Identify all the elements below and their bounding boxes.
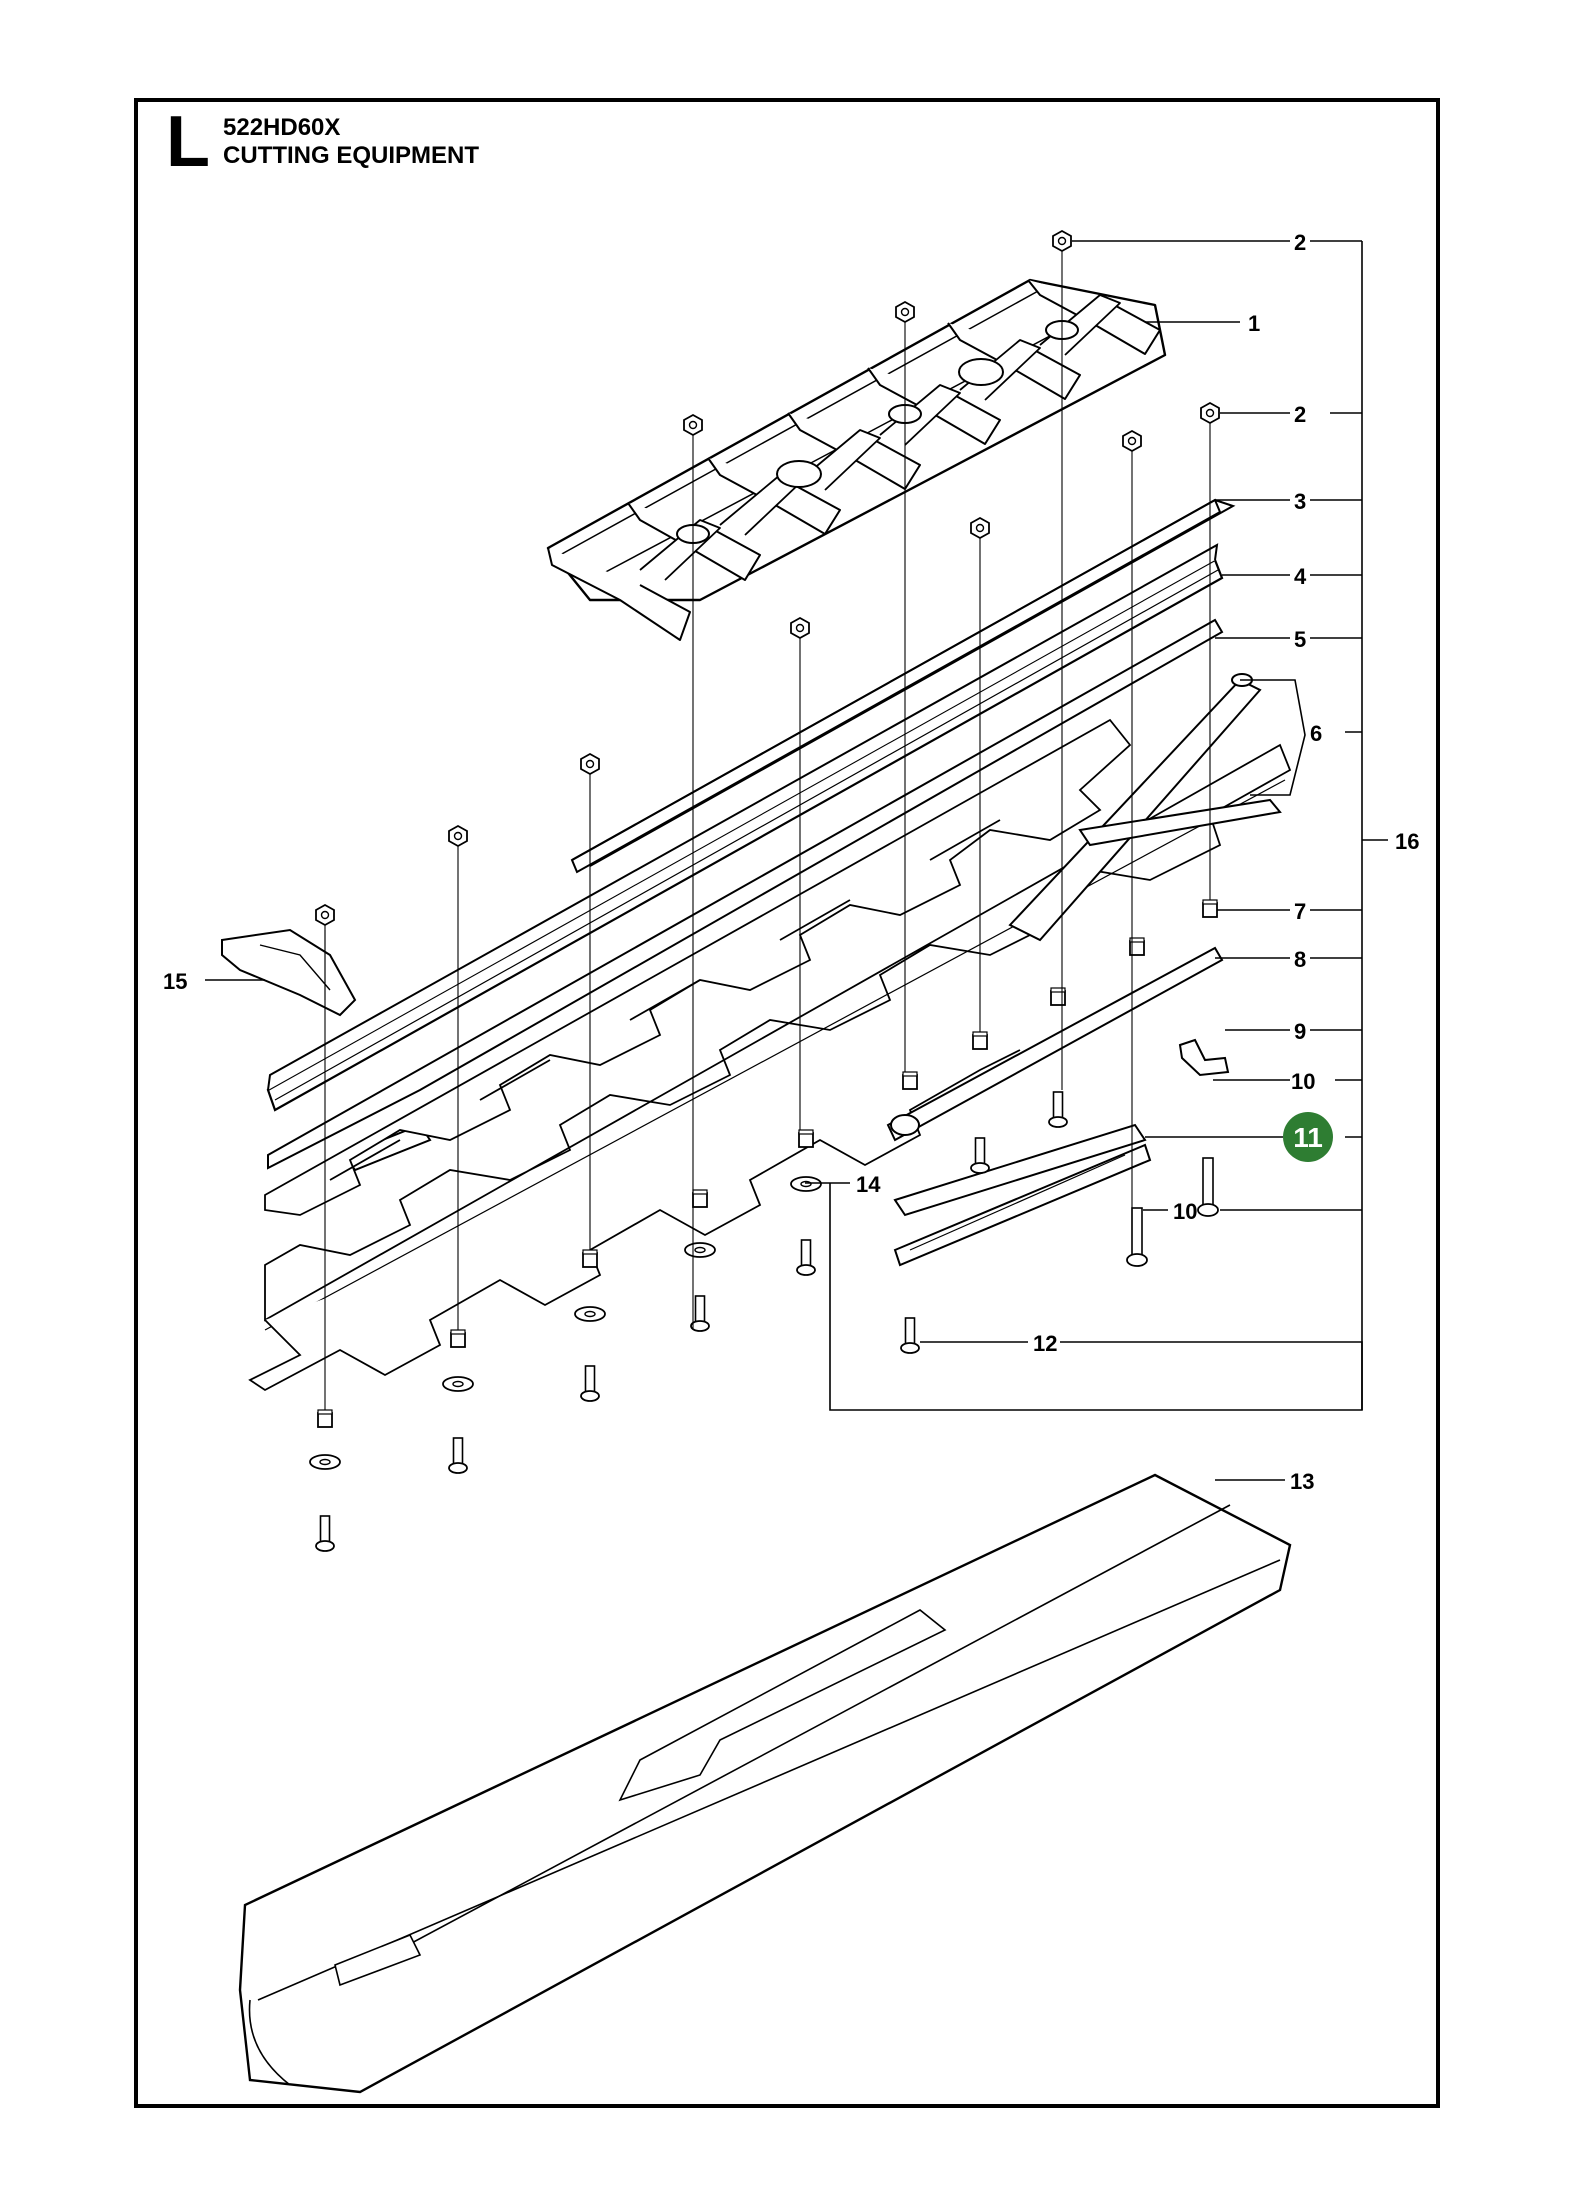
callout-13: 13 [1290,1469,1314,1494]
callout-11-highlight: 11 [1283,1112,1333,1162]
callout-16: 16 [1395,829,1419,854]
lower-cutter-blade [264,743,1292,1331]
lower-strip-part-8 [886,946,1224,1142]
callout-15: 15 [163,969,187,994]
section-letter: L [166,102,210,182]
guide-strip-part-12 [893,1143,1152,1267]
upper-strip-part-3 [570,498,1236,874]
callout-2b: 2 [1294,402,1306,427]
plate-part-11 [893,1123,1147,1217]
assembly-bracket-16 [1220,240,1388,1410]
callout-2a: 2 [1294,230,1306,255]
callout-labels: 2 1 2 3 4 5 6 16 7 8 15 9 10 11 14 10 12… [163,230,1419,1494]
callout-14: 14 [856,1172,881,1197]
callout-11: 11 [1293,1122,1323,1153]
model-number: 522HD60X [223,114,341,141]
callout-5: 5 [1294,627,1306,652]
callout-10b: 10 [1173,1199,1197,1224]
bracket-part-9 [1178,1038,1230,1077]
callout-12: 12 [1033,1331,1057,1356]
callout-8: 8 [1294,947,1306,972]
callout-9: 9 [1294,1019,1306,1044]
parts-drawing [205,230,1388,2094]
upper-cutter-blade [264,718,1132,1216]
drive-link-part-6 [1008,673,1282,942]
callout-1: 1 [1248,311,1260,336]
section-title: CUTTING EQUIPMENT [223,142,479,169]
assembly-guide-lines [324,251,1211,1410]
scabbard-part-13 [238,1473,1292,2094]
page-frame [134,98,1440,2108]
callout-6: 6 [1310,721,1322,746]
tip-cover-part-15 [221,928,357,1017]
callout-4: 4 [1294,564,1307,589]
callout-3: 3 [1294,489,1306,514]
callout-7: 7 [1294,899,1306,924]
callout-10a: 10 [1291,1069,1315,1094]
blade-guard-part-1 [546,278,1167,641]
